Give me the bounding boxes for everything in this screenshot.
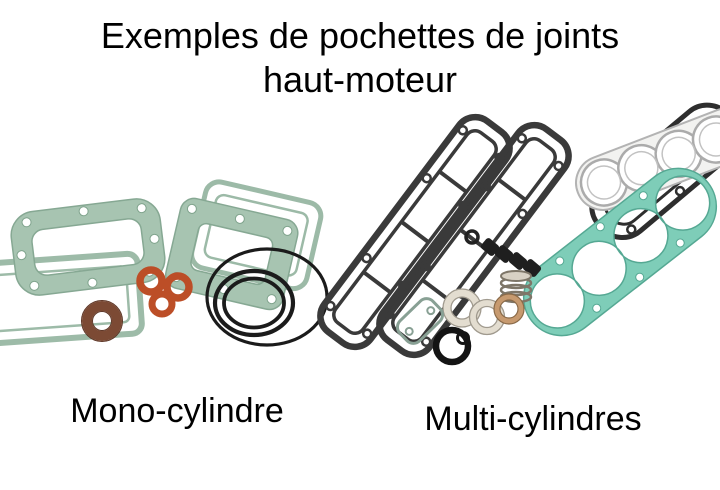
orange-seals bbox=[136, 266, 193, 318]
tan-ring bbox=[493, 293, 525, 325]
title-line-1: Exemples de pochettes de joints bbox=[100, 15, 620, 56]
head-gasket-teal bbox=[522, 167, 718, 337]
caption-mono-cylindre: Mono-cylindre bbox=[70, 392, 284, 430]
base-gasket-outline bbox=[0, 250, 145, 347]
head-gasket-gray bbox=[575, 107, 720, 211]
small-black-ring bbox=[464, 229, 480, 245]
brown-washer bbox=[81, 300, 123, 342]
mono-cylinder-gasket-set bbox=[0, 179, 329, 347]
bottom-o-ring bbox=[432, 326, 472, 366]
multi-cylinder-gasket-set bbox=[317, 102, 720, 366]
small-rect-gasket bbox=[395, 297, 445, 345]
caption-multi-cylindres: Multi-cylindres bbox=[424, 400, 642, 438]
valve-stem-seals bbox=[480, 238, 542, 277]
title-line-2: haut-moteur bbox=[262, 59, 458, 100]
valve-cover-gasket-1 bbox=[317, 113, 513, 351]
page-title: Exemples de pochettes de joints haut-mot… bbox=[0, 14, 720, 102]
